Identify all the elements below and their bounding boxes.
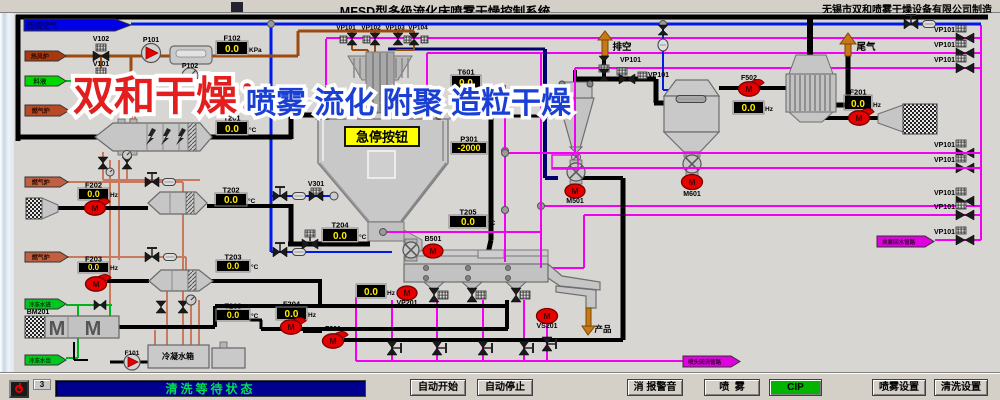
svg-text:冷冻水进: 冷冻水进 — [29, 301, 52, 309]
svg-text:0.0: 0.0 — [225, 44, 239, 55]
svg-text:M: M — [429, 246, 436, 256]
svg-text:喷头回流管路: 喷头回流管路 — [688, 358, 722, 366]
svg-text:冷冻水出: 冷冻水出 — [29, 357, 52, 365]
svg-text:冷凝水箱: 冷凝水箱 — [162, 351, 194, 361]
svg-text:M: M — [855, 113, 862, 123]
svg-text:M: M — [85, 318, 102, 340]
svg-text:VP104: VP104 — [408, 25, 428, 32]
svg-text:0.0: 0.0 — [364, 287, 378, 298]
svg-text:°C: °C — [248, 197, 256, 205]
svg-text:VP101: VP101 — [934, 229, 955, 236]
svg-text:BM201: BM201 — [27, 309, 50, 316]
svg-text:夹套回水管路: 夹套回水管路 — [882, 238, 916, 246]
svg-text:VP101: VP101 — [934, 27, 955, 34]
svg-text:Hz: Hz — [765, 106, 774, 113]
svg-text:M: M — [403, 288, 410, 298]
svg-text:燃气炉: 燃气炉 — [32, 254, 50, 262]
svg-text:VP101: VP101 — [934, 42, 955, 49]
svg-text:0.0: 0.0 — [742, 103, 756, 114]
svg-text:燃气炉: 燃气炉 — [32, 107, 50, 115]
svg-text:P101: P101 — [143, 37, 159, 44]
svg-text:B501: B501 — [425, 236, 442, 243]
svg-text:M: M — [91, 203, 98, 213]
svg-text:F204: F204 — [283, 300, 301, 309]
svg-text:0.0: 0.0 — [87, 189, 100, 199]
svg-text:F201: F201 — [849, 88, 866, 97]
svg-text:0.0: 0.0 — [285, 309, 299, 320]
svg-text:0.0: 0.0 — [333, 231, 347, 242]
svg-text:T204: T204 — [331, 221, 349, 230]
svg-text:双和干燥：: 双和干燥： — [73, 73, 278, 119]
svg-text:M: M — [287, 322, 294, 332]
svg-text:Hz: Hz — [110, 192, 119, 199]
svg-text:喷雾 流化 附聚 造粒干燥: 喷雾 流化 附聚 造粒干燥 — [246, 86, 572, 120]
svg-text:0.0: 0.0 — [461, 217, 475, 228]
svg-text:T203: T203 — [224, 302, 241, 311]
svg-text:-2000: -2000 — [457, 143, 480, 153]
svg-text:Hz: Hz — [110, 265, 119, 272]
svg-text:Hz: Hz — [873, 102, 882, 109]
svg-text:0.0: 0.0 — [227, 261, 240, 271]
svg-text:F203: F203 — [85, 255, 102, 264]
svg-text:燃气炉: 燃气炉 — [32, 179, 50, 187]
svg-text:VP101: VP101 — [934, 190, 955, 197]
svg-text:VP103: VP103 — [385, 25, 405, 32]
svg-text:M: M — [688, 177, 695, 187]
svg-text:V301: V301 — [308, 181, 324, 188]
svg-text:P102: P102 — [182, 63, 198, 70]
svg-text:产品: 产品 — [594, 324, 612, 334]
svg-text:VP102: VP102 — [361, 25, 381, 32]
svg-text:T205: T205 — [459, 208, 476, 217]
svg-text:T203: T203 — [224, 253, 241, 262]
svg-text:VP101: VP101 — [934, 57, 955, 64]
svg-text:°C: °C — [251, 263, 259, 271]
svg-text:料液: 料液 — [33, 77, 47, 86]
svg-text:0.0: 0.0 — [851, 99, 865, 110]
svg-text:°C: °C — [359, 233, 367, 241]
svg-text:P301: P301 — [460, 135, 478, 144]
svg-text:M: M — [543, 311, 550, 321]
svg-text:V101: V101 — [93, 61, 109, 68]
svg-text:M: M — [49, 318, 66, 340]
svg-text:热风炉: 热风炉 — [31, 53, 49, 61]
svg-text:KPa: KPa — [249, 47, 262, 54]
svg-text:T202: T202 — [222, 186, 239, 195]
svg-text:M: M — [329, 336, 336, 346]
svg-text:VS201: VS201 — [536, 323, 557, 330]
svg-text:VP101: VP101 — [620, 57, 641, 64]
svg-text:VP101: VP101 — [934, 142, 955, 149]
svg-text:压缩空气: 压缩空气 — [27, 20, 57, 30]
svg-text:VP201: VP201 — [396, 300, 417, 307]
svg-text:0.0: 0.0 — [459, 78, 473, 89]
svg-text:M: M — [745, 84, 752, 94]
svg-text:尾气: 尾气 — [855, 41, 876, 53]
svg-text:VP101: VP101 — [934, 157, 955, 164]
svg-text:°C: °C — [249, 126, 257, 134]
svg-text:M501: M501 — [566, 198, 584, 205]
svg-text:0.0: 0.0 — [224, 195, 238, 206]
svg-text:F202: F202 — [85, 181, 102, 190]
svg-text:Hz: Hz — [387, 290, 396, 297]
svg-text:0.0: 0.0 — [227, 310, 240, 320]
svg-text:T601: T601 — [457, 68, 474, 77]
svg-text:急停按钮: 急停按钮 — [356, 130, 408, 145]
svg-text:°C: °C — [251, 312, 259, 320]
svg-text:T201: T201 — [223, 114, 240, 123]
svg-text:VP101: VP101 — [934, 204, 955, 211]
svg-text:VP101: VP101 — [648, 72, 669, 79]
svg-text:F101: F101 — [125, 350, 140, 357]
svg-text:F502: F502 — [741, 75, 757, 82]
svg-text:M601: M601 — [683, 191, 701, 198]
svg-text:°C: °C — [488, 219, 496, 227]
svg-text:VP101: VP101 — [336, 25, 356, 32]
svg-text:0.0: 0.0 — [225, 124, 239, 135]
svg-text:Hz: Hz — [308, 312, 317, 319]
svg-text:M: M — [92, 279, 99, 289]
svg-text:M: M — [571, 186, 578, 196]
svg-text:V102: V102 — [93, 36, 109, 43]
svg-text:F102: F102 — [223, 34, 240, 43]
svg-text:排空: 排空 — [612, 41, 632, 53]
svg-text:F601: F601 — [325, 326, 341, 333]
svg-text:0.0: 0.0 — [88, 263, 100, 272]
